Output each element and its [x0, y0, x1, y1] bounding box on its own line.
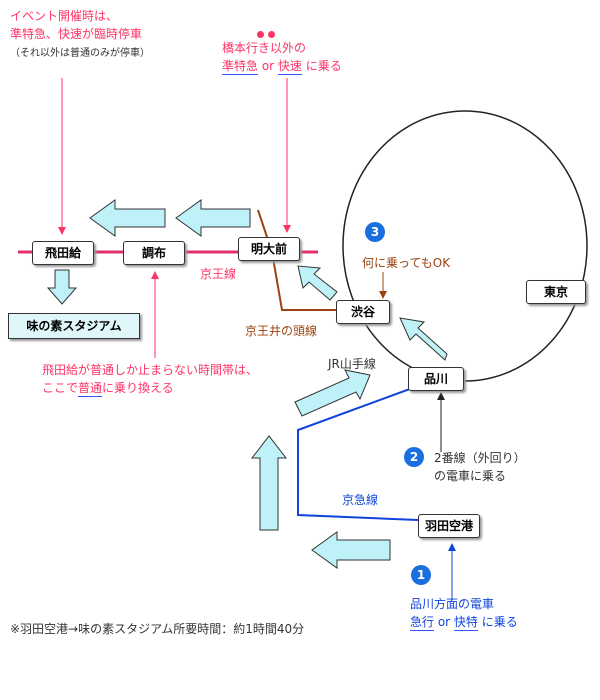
station-meidaimae: 明大前	[238, 237, 300, 261]
yamanote-line-label: JR山手線	[328, 357, 376, 371]
keikyu-rest: に乗る	[477, 615, 518, 629]
transfer-note-line1: 飛田給が普通しか止まらない時間帯は、	[42, 363, 259, 377]
keikyu-kw-limited-express: 快特	[453, 615, 478, 631]
keikyu-line-label: 京急線	[342, 493, 379, 507]
keikyu-note-line1: 品川方面の電車	[410, 597, 495, 611]
route-arrow-to-shibuya	[399, 317, 448, 361]
transfer-kw-local: 普通	[78, 381, 103, 397]
route-arrow-haneda-west	[311, 531, 391, 569]
hashimoto-note-line1: 橋本行き以外の	[222, 41, 307, 55]
station-tokyo: 東京	[526, 280, 586, 304]
inokashira-line	[257, 209, 338, 311]
event-note-line2: 準特急、快速が臨時停車	[10, 27, 143, 41]
emphasis-dot	[257, 31, 264, 38]
event-note-line3: （それ以外は普通のみが停車）	[10, 48, 150, 59]
route-arrow-to-meidaimae	[297, 265, 338, 301]
station-tobitakyu: 飛田給	[32, 241, 94, 265]
shibuya-note: 何に乗ってもOK	[362, 256, 451, 270]
route-arrow-to-tobitakyu	[89, 199, 166, 237]
route-arrow-north	[250, 435, 288, 531]
transfer-post: に乗り換える	[102, 381, 174, 395]
keio-line-label: 京王線	[200, 267, 237, 281]
station-shibuya: 渋谷	[336, 300, 390, 324]
station-haneda: 羽田空港	[418, 514, 480, 538]
route-arrows	[46, 199, 448, 569]
platform-note-line1: 2番線（外回り）	[434, 451, 526, 465]
platform-note-line2: の電車に乗る	[434, 469, 507, 483]
keikyu-kw-express: 急行	[410, 615, 435, 631]
travel-time-footnote: ※羽田空港→味の素スタジアム所要時間：約1時間40分	[10, 622, 305, 636]
event-note-line1: イベント開催時は、	[10, 9, 119, 23]
hashimoto-or: or	[258, 59, 278, 73]
hashimoto-kw-rapid: 快速	[277, 59, 302, 75]
transfer-pre: ここで	[42, 381, 79, 395]
hashimoto-note-line2: 準特急 or 快速 に乗る	[222, 58, 342, 75]
route-arrow-to-shinagawa	[294, 369, 371, 417]
hashimoto-kw-semi-express: 準特急	[222, 59, 259, 75]
transfer-note-line2: ここで普通に乗り換える	[42, 380, 174, 397]
step-3-badge: 3	[365, 222, 385, 242]
route-arrow-to-chofu	[175, 199, 251, 237]
station-shinagawa: 品川	[408, 367, 464, 391]
step-1-badge: 1	[411, 565, 431, 585]
keikyu-or: or	[434, 615, 454, 629]
destination-stadium: 味の素スタジアム	[8, 313, 140, 339]
keikyu-line	[297, 385, 419, 521]
inokashira-line-label: 京王井の頭線	[245, 324, 318, 338]
station-chofu: 調布	[123, 241, 185, 265]
route-arrow-to-stadium	[46, 269, 78, 305]
hashimoto-rest: に乗る	[301, 59, 342, 73]
yamanote-loop	[342, 110, 588, 382]
emphasis-dot	[268, 31, 275, 38]
step-2-badge: 2	[404, 447, 424, 467]
keikyu-note-line2: 急行 or 快特 に乗る	[410, 614, 518, 631]
